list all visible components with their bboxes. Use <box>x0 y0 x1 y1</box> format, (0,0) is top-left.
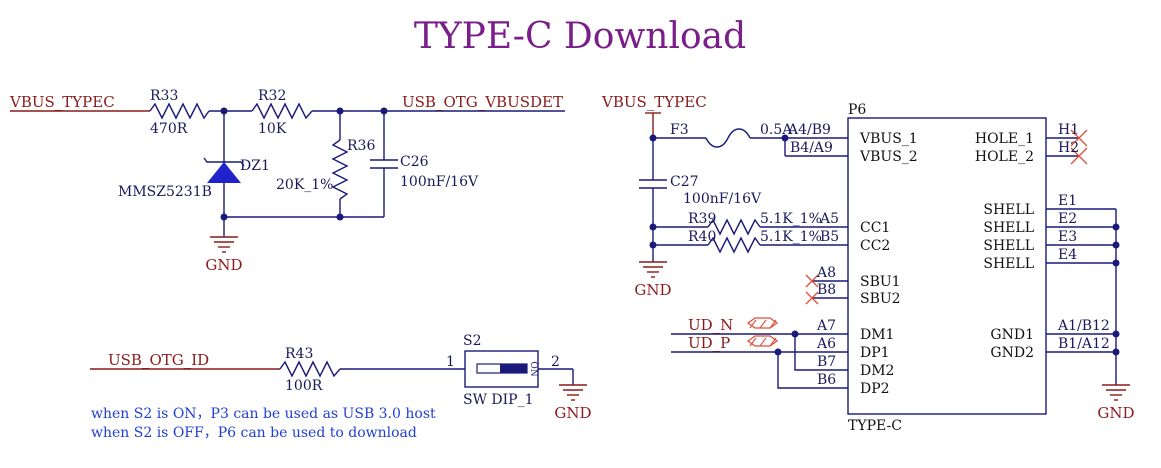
pin-number: A5 <box>819 211 839 227</box>
r36-ref: R36 <box>347 138 375 154</box>
s2-on-label: ON <box>528 361 538 376</box>
pin-name: GND1 <box>990 327 1034 343</box>
resistor-r33 <box>149 102 210 120</box>
pin-number: A4/B9 <box>787 122 831 138</box>
note-s2-on: when S2 is ON，P3 can be used as USB 3.0 … <box>91 406 436 422</box>
pin-name: SBU1 <box>860 274 901 290</box>
pin-name: VBUS_1 <box>859 131 918 147</box>
pin-name: SHELL <box>983 238 1034 254</box>
pin-name: DP2 <box>860 381 890 397</box>
s2-pin2: 2 <box>551 354 560 370</box>
r40-ref: R40 <box>688 229 716 245</box>
pin-name: CC2 <box>860 238 890 254</box>
c27-ref: C27 <box>670 174 699 190</box>
gnd-label: GND <box>634 281 671 299</box>
net-label-ud-n: UD_N <box>688 316 733 334</box>
dz1-value: MMSZ5231B <box>118 184 212 200</box>
pin-name: SHELL <box>983 256 1034 272</box>
gnd-label: GND <box>1097 404 1134 422</box>
typec-connector-circuit: VBUS_TYPEC F3 0.5A C27 100nF/16V R39 5.1… <box>601 93 1135 434</box>
f3-ref: F3 <box>670 122 689 138</box>
pin-number: A6 <box>816 336 836 352</box>
resistor-r36 <box>331 139 349 200</box>
pin-number: E4 <box>1058 247 1077 263</box>
s2-pin1: 1 <box>446 354 455 370</box>
pin-name: HOLE_1 <box>975 131 1034 147</box>
net-label-usb-otg-vbusdet: USB_OTG_VBUSDET <box>402 93 563 111</box>
pin-name: VBUS_2 <box>859 149 918 165</box>
c26-value: 100nF/16V <box>400 174 479 190</box>
zener-dz1 <box>207 162 241 183</box>
r43-ref: R43 <box>285 346 313 362</box>
pin-number: B1/A12 <box>1058 336 1110 352</box>
net-label-vbus-typec-right: VBUS_TYPEC <box>601 93 707 111</box>
ground-icon <box>210 236 238 253</box>
c27-value: 100nF/16V <box>683 191 762 207</box>
pin-number: H2 <box>1058 140 1079 156</box>
pin-name: DM1 <box>860 327 894 343</box>
pin-name: GND2 <box>990 345 1034 361</box>
resistor-r40 <box>707 236 761 254</box>
diff-pair-icon <box>746 317 779 347</box>
pin-number: A8 <box>816 265 836 281</box>
pin-number: B7 <box>817 354 836 370</box>
ground-icon <box>1102 384 1130 401</box>
f3-value: 0.5A <box>760 122 793 138</box>
c26-ref: C26 <box>400 154 429 170</box>
pin-number: B4/A9 <box>790 140 833 156</box>
pin-name: CC1 <box>860 220 890 236</box>
gnd-label: GND <box>205 256 242 274</box>
pin-number: E1 <box>1058 193 1077 209</box>
r40-value: 5.1K_1% <box>760 229 822 245</box>
pin-number: B6 <box>817 372 836 388</box>
pin-number: B5 <box>820 229 839 245</box>
r39-value: 5.1K_1% <box>760 211 822 227</box>
ground-icon <box>639 261 667 278</box>
r39-ref: R39 <box>688 211 716 227</box>
pin-number: E3 <box>1058 229 1077 245</box>
p6-ref: P6 <box>848 102 866 118</box>
r33-value: 470R <box>150 121 188 137</box>
otg-id-switch-circuit: USB_OTG_ID R43 100R 1 ON S2 SW DIP_1 2 G… <box>90 333 592 441</box>
ground-icon <box>559 384 587 401</box>
net-label-vbus-typec: VBUS_TYPEC <box>9 93 115 111</box>
connector-p6 <box>847 117 1047 415</box>
pin-name: DM2 <box>860 363 894 379</box>
r33-ref: R33 <box>150 88 178 104</box>
fuse-f3 <box>705 128 751 148</box>
pin-number: H1 <box>1058 122 1079 138</box>
resistor-r43 <box>279 360 341 378</box>
vbus-detect-circuit: VBUS_TYPEC R33 470R R32 10K USB_OTG_VBUS… <box>9 88 565 274</box>
pin-number: B8 <box>817 282 836 298</box>
resistor-r39 <box>707 218 761 236</box>
pin-number: E2 <box>1058 211 1077 227</box>
net-label-ud-p: UD_P <box>688 334 730 352</box>
pin-name: SHELL <box>983 220 1034 236</box>
pin-name: SHELL <box>983 202 1034 218</box>
s2-value: SW DIP_1 <box>463 392 534 408</box>
s2-ref: S2 <box>463 333 482 349</box>
p6-type: TYPE-C <box>848 418 902 434</box>
r36-value: 20K_1% <box>276 177 333 193</box>
r43-value: 100R <box>285 378 323 394</box>
r32-value: 10K <box>258 121 287 137</box>
note-s2-off: when S2 is OFF，P6 can be used to downloa… <box>91 425 417 441</box>
pin-name: DP1 <box>860 345 890 361</box>
pin-number: A1/B12 <box>1057 318 1110 334</box>
r32-ref: R32 <box>258 88 286 104</box>
dz1-ref: DZ1 <box>240 158 270 174</box>
resistor-r32 <box>251 102 313 120</box>
page-title: TYPE-C Download <box>414 16 746 57</box>
pin-name: SBU2 <box>860 291 901 307</box>
gnd-label: GND <box>554 404 591 422</box>
pin-number: A7 <box>816 318 836 334</box>
pin-name: HOLE_2 <box>975 149 1034 165</box>
net-label-usb-otg-id: USB_OTG_ID <box>108 351 209 369</box>
